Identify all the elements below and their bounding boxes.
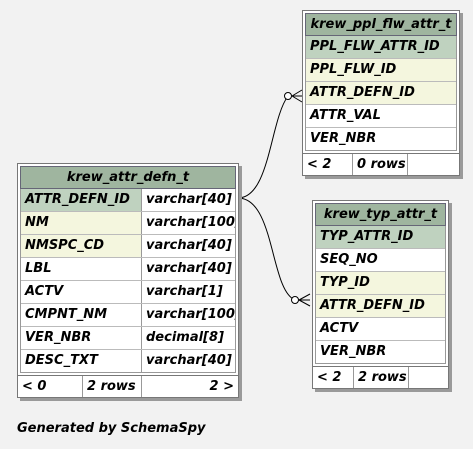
column-type: varchar[100] bbox=[146, 307, 235, 322]
table-column-row[interactable]: NM varchar[100] bbox=[21, 212, 235, 235]
table-column-row[interactable]: VER_NBR bbox=[316, 341, 445, 363]
column-type: decimal[8] bbox=[146, 330, 224, 345]
parents-count: < 2 bbox=[303, 154, 353, 175]
table-column-row[interactable]: NMSPC_CD varchar[40] bbox=[21, 235, 235, 258]
column-name: ACTV bbox=[320, 321, 359, 336]
parents-count: < 0 bbox=[18, 376, 83, 397]
table-title[interactable]: krew_typ_attr_t bbox=[315, 203, 446, 226]
children-count bbox=[409, 367, 448, 388]
column-name: VER_NBR bbox=[320, 344, 387, 359]
column-type: varchar[40] bbox=[146, 261, 232, 276]
column-name: TYP_ATTR_ID bbox=[316, 226, 445, 248]
table-column-row[interactable]: ATTR_DEFN_ID varchar[40] bbox=[21, 189, 235, 212]
column-name: SEQ_NO bbox=[320, 252, 378, 267]
column-name: ATTR_DEFN_ID bbox=[316, 295, 445, 317]
table-column-row[interactable]: TYP_ATTR_ID bbox=[316, 226, 445, 249]
row-count: 0 rows bbox=[353, 154, 408, 175]
relation-ppl-crowfoot bbox=[291, 89, 303, 103]
table-column-row[interactable]: ACTV bbox=[316, 318, 445, 341]
table-column-row[interactable]: ACTV varchar[1] bbox=[21, 281, 235, 304]
table-column-row[interactable]: PPL_FLW_ID bbox=[306, 59, 456, 82]
column-name: VER_NBR bbox=[21, 327, 142, 349]
generated-by-label: Generated by SchemaSpy bbox=[17, 421, 206, 436]
column-type: varchar[1] bbox=[146, 284, 223, 299]
column-name: ATTR_DEFN_ID bbox=[306, 82, 456, 104]
relation-attr-to-typ bbox=[237, 197, 296, 301]
table-title[interactable]: krew_attr_defn_t bbox=[20, 166, 236, 189]
table-footer: < 2 2 rows bbox=[313, 366, 448, 388]
relation-attr-to-ppl bbox=[237, 95, 289, 199]
row-count: 2 rows bbox=[354, 367, 409, 388]
table-footer: < 0 2 rows 2 > bbox=[18, 375, 238, 397]
table-column-row[interactable]: CMPNT_NM varchar[100] bbox=[21, 304, 235, 327]
row-count: 2 rows bbox=[83, 376, 142, 397]
table-column-row[interactable]: LBL varchar[40] bbox=[21, 258, 235, 281]
column-type: varchar[100] bbox=[146, 215, 235, 230]
table-column-row[interactable]: ATTR_DEFN_ID bbox=[306, 82, 456, 105]
column-name: VER_NBR bbox=[310, 131, 377, 146]
column-list: ATTR_DEFN_ID varchar[40] NM varchar[100] NMS… bbox=[20, 189, 236, 373]
table-column-row[interactable]: ATTR_DEFN_ID bbox=[316, 295, 445, 318]
table-krew-attr-defn-t[interactable]: krew_attr_defn_t ATTR_DEFN_ID varchar[40]… bbox=[17, 163, 239, 398]
column-type: varchar[40] bbox=[146, 353, 232, 368]
table-title[interactable]: krew_ppl_flw_attr_t bbox=[305, 13, 457, 36]
parents-count: < 2 bbox=[313, 367, 354, 388]
column-name: ATTR_DEFN_ID bbox=[21, 189, 142, 211]
column-name: NMSPC_CD bbox=[21, 235, 142, 257]
column-type: varchar[40] bbox=[146, 238, 232, 253]
column-name: LBL bbox=[21, 258, 142, 280]
column-type: varchar[40] bbox=[146, 192, 232, 207]
relation-typ-crowfoot bbox=[298, 293, 311, 307]
column-name: ATTR_VAL bbox=[310, 108, 381, 123]
column-name: ACTV bbox=[21, 281, 142, 303]
children-count: 2 > bbox=[209, 379, 234, 394]
column-name: PPL_FLW_ID bbox=[306, 59, 456, 81]
table-column-row[interactable]: TYP_ID bbox=[316, 272, 445, 295]
relation-typ-end-circle bbox=[291, 296, 299, 304]
column-name: TYP_ID bbox=[316, 272, 445, 294]
column-name: CMPNT_NM bbox=[21, 304, 142, 326]
column-name: NM bbox=[21, 212, 142, 234]
table-column-row[interactable]: VER_NBR bbox=[306, 128, 456, 150]
table-column-row[interactable]: ATTR_VAL bbox=[306, 105, 456, 128]
relation-ppl-end-circle bbox=[284, 92, 292, 100]
table-column-row[interactable]: SEQ_NO bbox=[316, 249, 445, 272]
column-name: PPL_FLW_ATTR_ID bbox=[306, 36, 456, 58]
table-column-row[interactable]: PPL_FLW_ATTR_ID bbox=[306, 36, 456, 59]
table-column-row[interactable]: DESC_TXT varchar[40] bbox=[21, 350, 235, 372]
children-count bbox=[408, 154, 459, 175]
column-name: DESC_TXT bbox=[21, 350, 142, 372]
table-column-row[interactable]: VER_NBR decimal[8] bbox=[21, 327, 235, 350]
table-footer: < 2 0 rows bbox=[303, 153, 459, 175]
